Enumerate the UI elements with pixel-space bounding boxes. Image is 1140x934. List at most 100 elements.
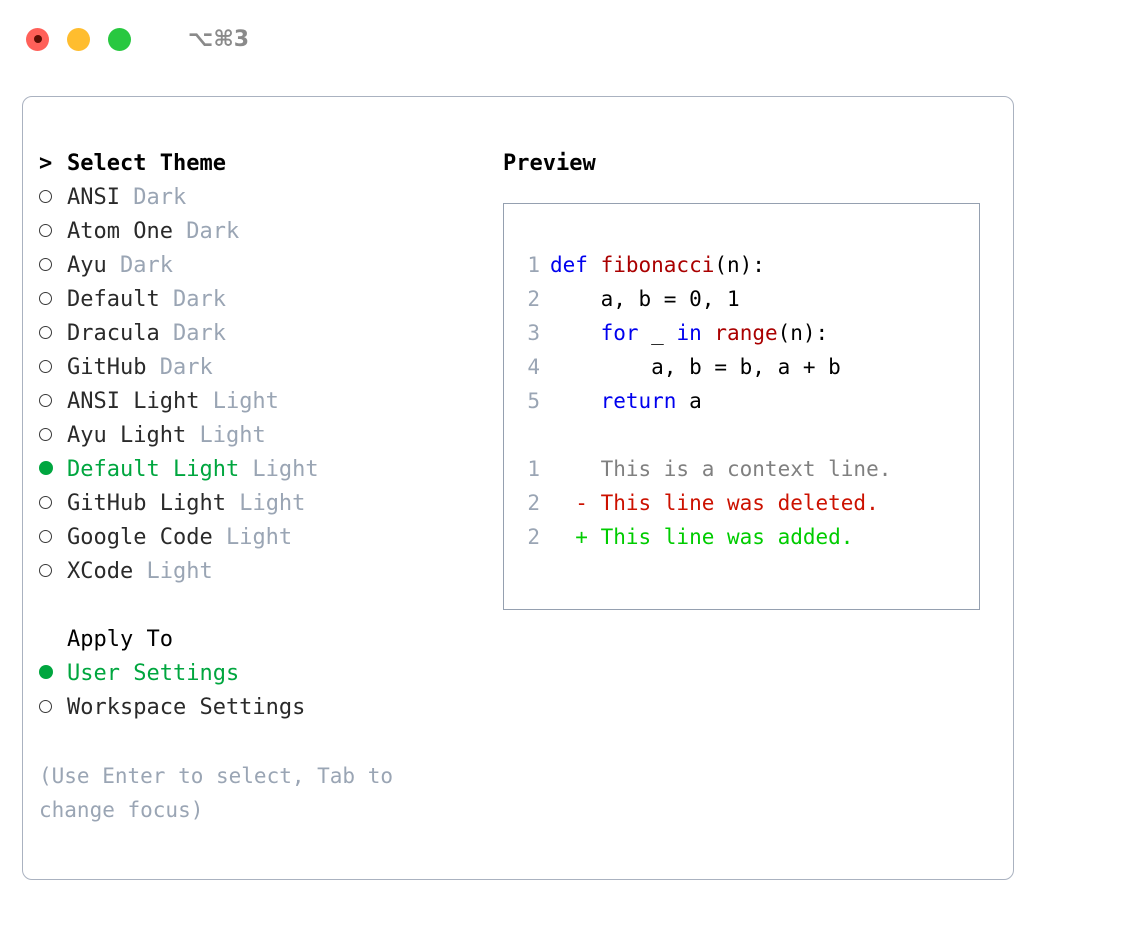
diff-line-text: + This line was added. <box>550 525 854 549</box>
theme-item-tag: Light <box>133 559 213 584</box>
theme-item-tag: Dark <box>159 287 226 312</box>
theme-item-label: GitHub Light <box>67 491 226 516</box>
code-diff-gap <box>516 418 979 452</box>
theme-item-tag: Light <box>199 389 279 414</box>
radio-glyph <box>39 393 52 407</box>
theme-item-ansi-light[interactable]: ANSI Light Light <box>39 385 493 419</box>
theme-item-ayu-light[interactable]: Ayu Light Light <box>39 419 493 453</box>
theme-item-tag: Dark <box>106 253 173 278</box>
diff-line-del: 2 - This line was deleted. <box>516 486 979 520</box>
apply-to-heading-label: Apply To <box>67 627 173 652</box>
code-token-plain: (n): <box>777 321 829 345</box>
line-number: 4 <box>527 355 540 379</box>
close-button[interactable] <box>26 27 49 51</box>
theme-item-dracula[interactable]: Dracula Dark <box>39 317 493 351</box>
code-line: 4 a, b = b, a + b <box>516 350 979 384</box>
code-token-plain <box>702 321 715 345</box>
theme-item-atom-one[interactable]: Atom One Dark <box>39 215 493 249</box>
keyboard-shortcut-label: ⌥⌘3 <box>188 26 250 52</box>
radio-unselected-icon[interactable] <box>39 691 67 725</box>
cursor-marker: > <box>39 151 53 176</box>
radio-unselected-icon[interactable] <box>39 283 67 317</box>
radio-unselected-icon[interactable] <box>39 521 67 555</box>
radio-unselected-icon[interactable] <box>39 351 67 385</box>
radio-unselected-icon[interactable] <box>39 487 67 521</box>
theme-item-label: Default Light <box>67 457 240 482</box>
theme-item-default-light[interactable]: Default Light Light <box>39 453 493 487</box>
theme-item-github[interactable]: GitHub Dark <box>39 351 493 385</box>
line-number: 2 <box>527 491 540 515</box>
radio-selected-icon[interactable] <box>39 657 67 691</box>
radio-unselected-icon[interactable] <box>39 215 67 249</box>
theme-item-label: GitHub <box>67 355 147 380</box>
theme-item-tag: Light <box>239 457 319 482</box>
list-spacer <box>39 589 493 623</box>
code-token-fn: fibonacci <box>600 253 715 277</box>
theme-item-label: Dracula <box>67 321 160 346</box>
code-line: 3 for _ in range(n): <box>516 316 979 350</box>
title-bar: ⌥⌘3 <box>0 0 1140 78</box>
radio-unselected-icon[interactable] <box>39 419 67 453</box>
apply-to-heading: Apply To <box>39 623 493 657</box>
radio-unselected-icon[interactable] <box>39 249 67 283</box>
theme-item-label: Atom One <box>67 219 173 244</box>
radio-selected-icon[interactable] <box>39 453 67 487</box>
radio-glyph <box>39 223 52 237</box>
radio-unselected-icon[interactable] <box>39 317 67 351</box>
select-theme-heading-label: Select Theme <box>67 151 226 176</box>
theme-item-tag: Dark <box>172 219 240 244</box>
maximize-button[interactable] <box>108 27 131 51</box>
minimize-button[interactable] <box>67 27 90 51</box>
line-number: 3 <box>527 321 540 345</box>
theme-item-github-light[interactable]: GitHub Light Light <box>39 487 493 521</box>
radio-glyph <box>39 359 52 373</box>
theme-item-xcode[interactable]: XCode Light <box>39 555 493 589</box>
radio-glyph <box>39 665 53 679</box>
apply-to-item-user-settings[interactable]: User Settings <box>39 657 493 691</box>
line-number: 5 <box>527 389 540 413</box>
radio-glyph <box>39 257 52 271</box>
radio-glyph <box>39 291 52 305</box>
theme-item-default[interactable]: Default Dark <box>39 283 493 317</box>
apply-to-item-label: Workspace Settings <box>67 695 306 720</box>
radio-unselected-icon[interactable] <box>39 555 67 589</box>
radio-glyph <box>39 495 52 509</box>
code-token-plain: a, b = b, a + b <box>550 355 841 379</box>
preview-title: Preview <box>503 151 596 176</box>
line-number: 1 <box>527 457 540 481</box>
theme-item-tag: Light <box>186 423 266 448</box>
diff-line-text: This is a context line. <box>550 457 892 481</box>
diff-line-text: - This line was deleted. <box>550 491 879 515</box>
apply-to-item-workspace-settings[interactable]: Workspace Settings <box>39 691 493 725</box>
theme-item-label: ANSI <box>67 185 120 210</box>
code-token-kw: return <box>600 389 677 413</box>
radio-unselected-icon[interactable] <box>39 181 67 215</box>
radio-unselected-icon[interactable] <box>39 385 67 419</box>
radio-glyph <box>39 461 53 475</box>
radio-glyph <box>39 427 52 441</box>
theme-item-label: Google Code <box>67 525 213 550</box>
code-token-plain: a, b = 0, 1 <box>550 287 740 311</box>
theme-item-tag: Dark <box>119 185 187 210</box>
diff-line-add: 2 + This line was added. <box>516 520 979 554</box>
code-token-plain: (n): <box>714 253 765 277</box>
theme-item-google-code[interactable]: Google Code Light <box>39 521 493 555</box>
theme-item-label: XCode <box>67 559 134 584</box>
code-token-plain <box>550 389 601 413</box>
diff-line-ctx: 1 This is a context line. <box>516 452 979 486</box>
theme-item-label: Ayu <box>67 253 107 278</box>
code-token-plain: a <box>676 389 702 413</box>
theme-item-ayu[interactable]: Ayu Dark <box>39 249 493 283</box>
theme-item-label: Default <box>67 287 160 312</box>
code-token-kw: def <box>550 253 601 277</box>
theme-item-label: ANSI Light <box>67 389 200 414</box>
theme-item-ansi[interactable]: ANSI Dark <box>39 181 493 215</box>
apply-to-item-label: User Settings <box>67 661 240 686</box>
radio-glyph <box>39 325 52 339</box>
